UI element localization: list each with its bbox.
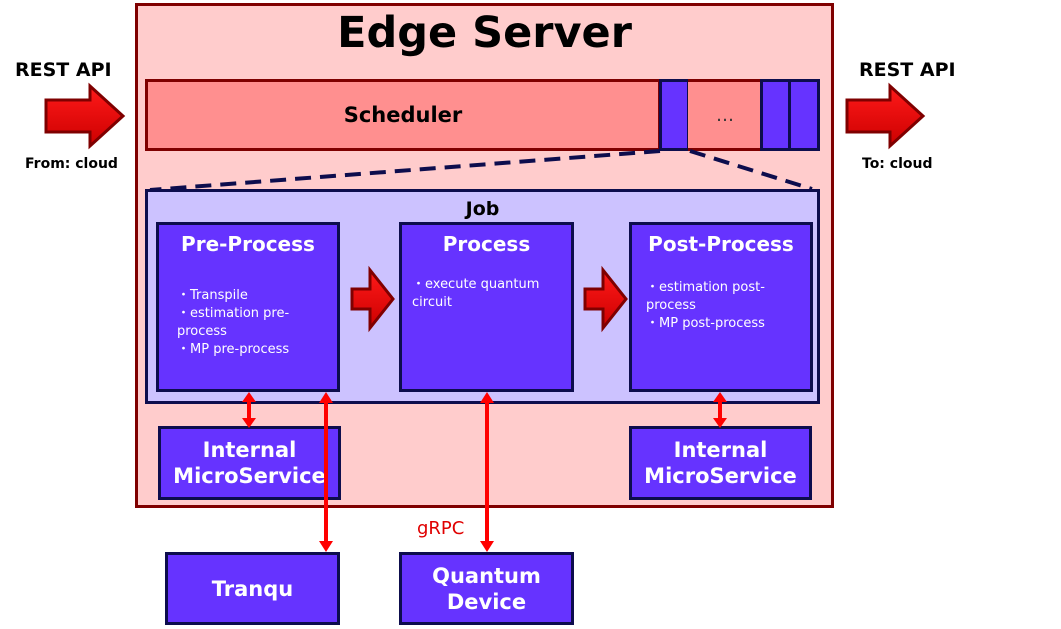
scheduler-bar: Scheduler bbox=[145, 79, 661, 151]
process-box: Process ・execute quantum circuit bbox=[399, 222, 574, 392]
from-cloud-label: From: cloud bbox=[25, 156, 118, 172]
list-item: ・estimation pre-process bbox=[177, 306, 290, 339]
rest-in-arrow bbox=[44, 82, 126, 150]
stage-items: ・Transpile ・estimation pre-process ・MP p… bbox=[177, 287, 329, 359]
to-cloud-label: To: cloud bbox=[862, 156, 933, 172]
rest-api-in-label: REST API bbox=[15, 59, 112, 81]
queue-slot bbox=[788, 79, 820, 151]
post-process-box: Post-Process ・estimation post-process ・M… bbox=[629, 222, 813, 392]
stage-title: Pre-Process bbox=[181, 232, 315, 256]
internal-microservice-right: Internal MicroService bbox=[629, 426, 812, 500]
stage-title: Post-Process bbox=[648, 232, 794, 256]
list-item: ・MP post-process bbox=[646, 316, 765, 331]
stage-items: ・estimation post-process ・MP post-proces… bbox=[646, 279, 802, 333]
list-item: ・execute quantum circuit bbox=[412, 277, 540, 310]
queue-slot bbox=[659, 79, 690, 151]
quantum-device-box: Quantum Device bbox=[399, 552, 574, 625]
queue-slot bbox=[760, 79, 791, 151]
rest-out-arrow bbox=[845, 82, 926, 150]
stage-title: Process bbox=[442, 232, 531, 256]
job-label: Job bbox=[465, 198, 500, 220]
list-item: ・estimation post-process bbox=[646, 280, 765, 313]
edge-server-title: Edge Server bbox=[337, 8, 632, 58]
internal-microservice-left: Internal MicroService bbox=[158, 426, 341, 500]
list-item: ・Transpile bbox=[177, 288, 248, 303]
scheduler-label: Scheduler bbox=[343, 103, 463, 127]
rest-api-out-label: REST API bbox=[859, 59, 956, 81]
grpc-label: gRPC bbox=[417, 518, 465, 539]
service-label: Internal MicroService bbox=[644, 438, 797, 488]
service-label: Quantum Device bbox=[432, 563, 541, 614]
tranqu-box: Tranqu bbox=[165, 552, 340, 625]
pre-process-box: Pre-Process ・Transpile ・estimation pre-p… bbox=[156, 222, 340, 392]
queue-ellipsis: … bbox=[688, 79, 762, 151]
service-label: Internal MicroService bbox=[173, 438, 326, 488]
stage-items: ・execute quantum circuit bbox=[412, 276, 563, 312]
service-label: Tranqu bbox=[211, 576, 294, 601]
list-item: ・MP pre-process bbox=[177, 342, 290, 357]
